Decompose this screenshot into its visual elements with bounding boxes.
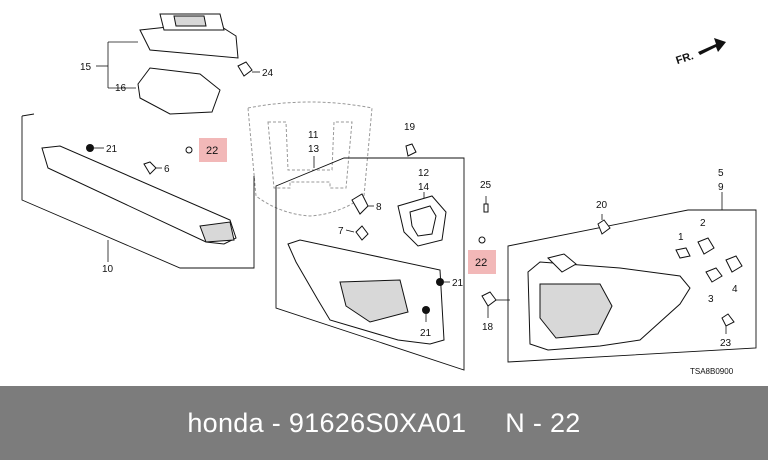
- part-10-group: [21, 113, 255, 269]
- callout-8: 8: [376, 202, 382, 213]
- callout-18: 18: [482, 322, 494, 333]
- footer-part-number: honda - 91626S0XA01 N - 22: [187, 408, 581, 438]
- callout-22-upper-label: 22: [206, 145, 218, 157]
- callout-5: 5: [718, 168, 724, 179]
- footer-bar: honda - 91626S0XA01 N - 22: [0, 386, 768, 460]
- part-15-group: [96, 13, 260, 115]
- callout-12: 12: [418, 168, 430, 179]
- callout-14: 14: [418, 182, 430, 193]
- callout-3: 3: [708, 294, 714, 305]
- callout-22-middle-label: 22: [475, 257, 487, 269]
- callout-4: 4: [732, 284, 738, 295]
- callout-13: 13: [308, 144, 320, 155]
- callout-15: 15: [80, 62, 92, 73]
- callout-2: 2: [700, 218, 706, 229]
- front-direction-indicator: FR.: [675, 38, 726, 67]
- callout-11: 11: [308, 130, 319, 141]
- callout-21-mid: 21: [452, 278, 464, 289]
- callout-labels: 15 16 24 21 6 10 11 13 19 12 14 8 7 21 2…: [80, 62, 738, 376]
- callout-20: 20: [596, 200, 608, 211]
- callout-24: 24: [262, 68, 274, 79]
- callout-22-upper: 22: [185, 138, 227, 162]
- watermark-logo: [247, 101, 373, 217]
- callout-21-lower: 21: [420, 328, 432, 339]
- part-5-9-group: [481, 192, 757, 363]
- callout-19: 19: [404, 122, 416, 133]
- callout-10: 10: [102, 264, 114, 275]
- callout-21-left: 21: [106, 144, 118, 155]
- callout-6: 6: [164, 164, 170, 175]
- callout-9: 9: [718, 182, 724, 193]
- callout-25: 25: [480, 180, 492, 191]
- callout-22-middle: 22: [468, 236, 496, 274]
- parts-diagram: FR.: [21, 13, 757, 376]
- callout-23: 23: [720, 338, 732, 349]
- callout-1: 1: [678, 232, 684, 243]
- part-11-13-group: [275, 143, 465, 371]
- callout-16: 16: [115, 83, 127, 94]
- front-label: FR.: [675, 50, 696, 67]
- callout-7: 7: [338, 226, 344, 237]
- front-arrow-icon: [698, 38, 726, 55]
- diagram-code: TSA8B0900: [690, 367, 734, 376]
